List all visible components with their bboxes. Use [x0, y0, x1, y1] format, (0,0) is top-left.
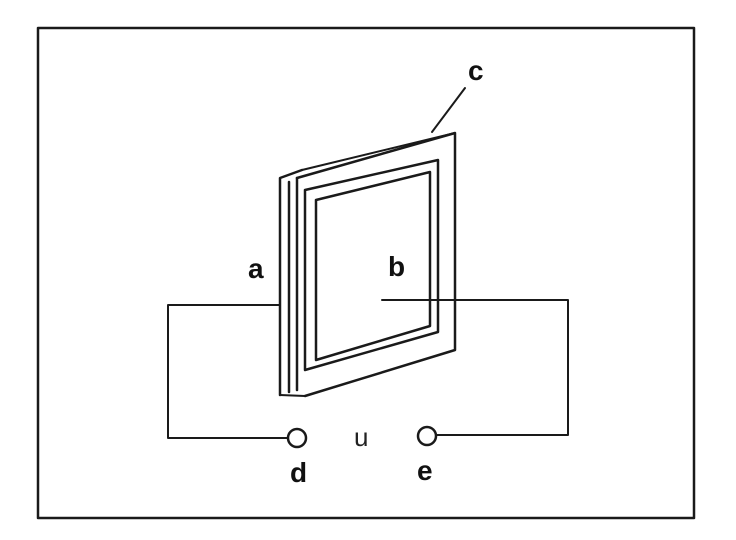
label-u: u — [354, 422, 368, 452]
dielectric-c — [279, 131, 457, 398]
terminal-d — [286, 427, 308, 449]
label-d: d — [290, 457, 307, 488]
label-c: c — [468, 55, 484, 86]
plate-b — [303, 158, 440, 372]
terminal-e — [416, 425, 438, 447]
label-b: b — [388, 251, 405, 282]
plate-a — [278, 168, 304, 397]
outer-frame — [36, 26, 696, 520]
label-e: e — [417, 455, 433, 486]
leader-line-c — [431, 87, 466, 133]
label-a: a — [248, 253, 264, 284]
wire-right — [381, 299, 569, 436]
wire-left — [167, 304, 288, 439]
